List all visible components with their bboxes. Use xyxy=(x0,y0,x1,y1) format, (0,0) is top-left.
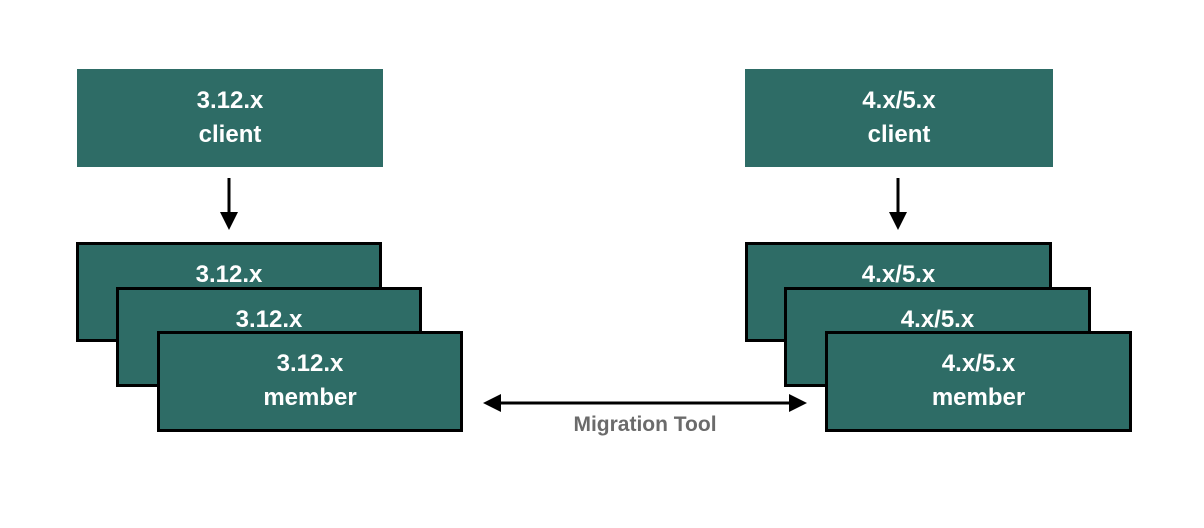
member-box-left-back-label: 3.12.x xyxy=(195,261,263,288)
member-box-right-back-label: 4.x/5.x xyxy=(861,261,936,288)
member-box-right-front-version: 4.x/5.x xyxy=(941,350,1016,377)
client-box-left-role: client xyxy=(198,121,262,148)
client-box-right-version: 4.x/5.x xyxy=(862,87,936,114)
client-box-left-version: 3.12.x xyxy=(196,87,264,114)
member-box-right-front: 4.x/5.x member xyxy=(825,331,1132,432)
member-box-left-front-role: member xyxy=(263,384,357,411)
arrow-down-right-icon xyxy=(889,178,907,230)
migration-double-arrow-icon xyxy=(483,394,807,412)
client-box-left: 3.12.x client xyxy=(77,69,383,167)
member-box-right-middle-label: 4.x/5.x xyxy=(900,306,975,333)
client-box-right-role: client xyxy=(867,121,931,148)
member-box-left-front: 3.12.x member xyxy=(157,331,463,432)
migration-tool-label: Migration Tool xyxy=(573,413,717,436)
member-box-left-front-version: 3.12.x xyxy=(276,350,344,377)
member-box-left-middle-label: 3.12.x xyxy=(235,306,303,333)
member-box-right-front-role: member xyxy=(931,384,1026,411)
arrow-down-left-icon xyxy=(220,178,238,230)
client-box-right: 4.x/5.x client xyxy=(745,69,1053,167)
